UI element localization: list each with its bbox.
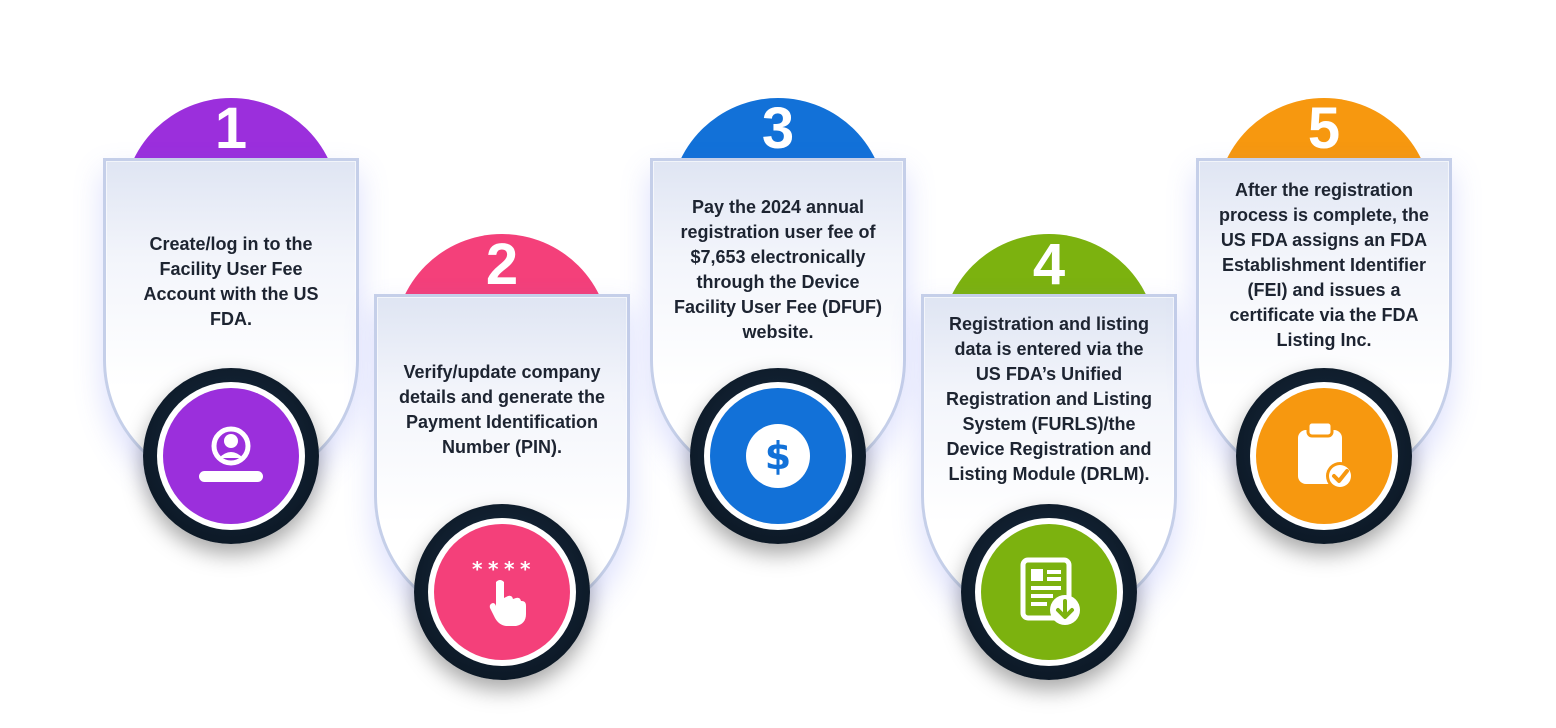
step-3-icon-ring: $ xyxy=(690,368,866,544)
step-4-icon-ring xyxy=(961,504,1137,680)
step-4-text: Registration and listing data is entered… xyxy=(945,314,1152,484)
step-5-number: 5 xyxy=(1307,96,1341,161)
document-download-icon xyxy=(1020,557,1080,625)
step-2-icon-ring: ** ** xyxy=(414,504,590,680)
step-1-icon-ring xyxy=(143,368,319,544)
svg-text:*: * xyxy=(504,557,515,581)
svg-text:$: $ xyxy=(765,434,791,478)
step-2-number: 2 xyxy=(485,232,519,297)
user-account-icon xyxy=(199,426,263,482)
svg-text:*: * xyxy=(472,557,483,581)
pin-entry-icon: ** ** xyxy=(472,557,531,626)
svg-text:*: * xyxy=(520,557,531,581)
step-4-number: 4 xyxy=(1032,232,1066,297)
step-5-icon-ring xyxy=(1236,368,1412,544)
dollar-icon: $ xyxy=(746,424,810,488)
step-5-text: After the registration process is comple… xyxy=(1218,180,1430,350)
step-2-text: Verify/update company details and genera… xyxy=(398,362,606,457)
clipboard-check-icon xyxy=(1298,420,1354,490)
step-1-number: 1 xyxy=(214,96,248,161)
step-3-number: 3 xyxy=(761,96,795,161)
step-1-text: Create/log in to the Facility User Fee A… xyxy=(143,234,319,329)
step-3-text: Pay the 2024 annual registration user fe… xyxy=(673,197,883,342)
svg-text:*: * xyxy=(488,557,499,581)
